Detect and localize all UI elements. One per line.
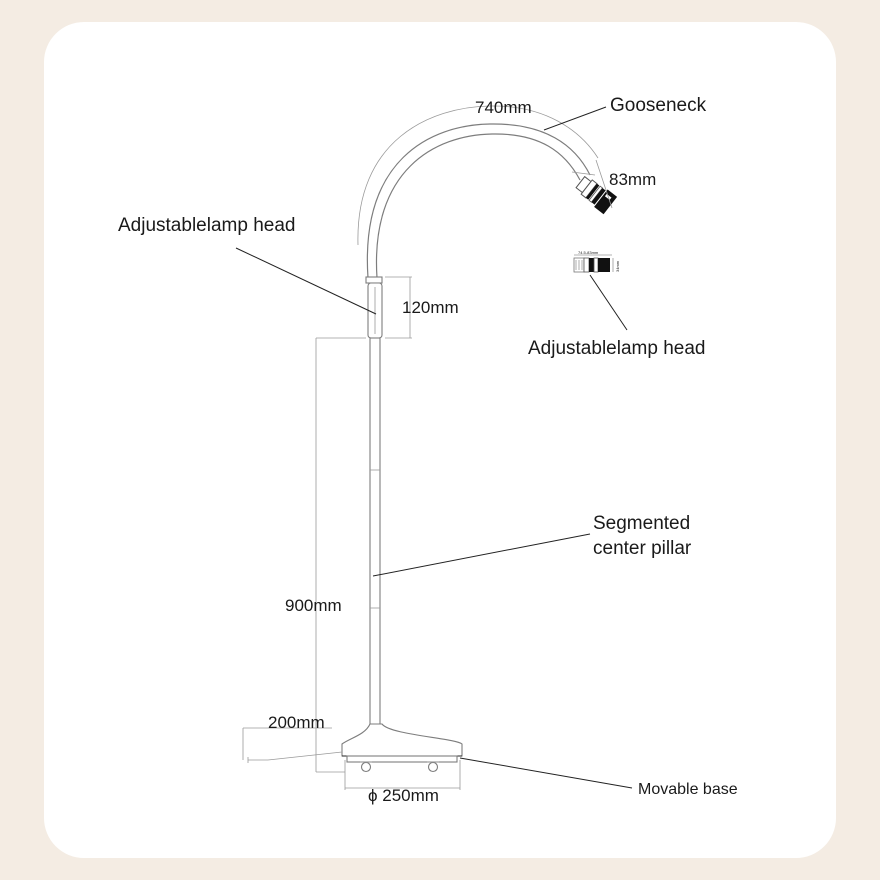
lamp-holder [365,276,383,339]
svg-text:74.5-83mm: 74.5-83mm [578,250,599,255]
center-pillar [369,337,381,727]
caster-left [360,761,372,773]
lamp-head-label-right: Adjustablelamp head [528,338,705,359]
base-label: Movable base [638,781,738,798]
gooseneck-length-label: 740mm [475,98,532,117]
leader-lines [235,106,633,789]
lamp-head-inset: 74.5-83mm 34mm [573,250,620,273]
caster-right [427,761,439,773]
pillar-height-label: 900mm [285,596,342,615]
base-diameter-label: ϕ 250mm [368,786,439,805]
head-length-label: 83mm [609,170,656,189]
power-cable [247,751,343,763]
movable-base [341,723,463,773]
pillar-label-line2: center pillar [593,538,692,559]
gooseneck-arm [366,123,591,279]
cable-length-label: 200mm [268,713,325,732]
lamp-head-label-left: Adjustablelamp head [118,215,295,236]
lamp-head [575,175,618,215]
holder-height-label: 120mm [402,298,459,317]
svg-text:34mm: 34mm [615,260,620,272]
gooseneck-label: Gooseneck [610,95,707,116]
dimension-lines [242,105,613,790]
pillar-label-line1: Segmented [593,513,690,534]
